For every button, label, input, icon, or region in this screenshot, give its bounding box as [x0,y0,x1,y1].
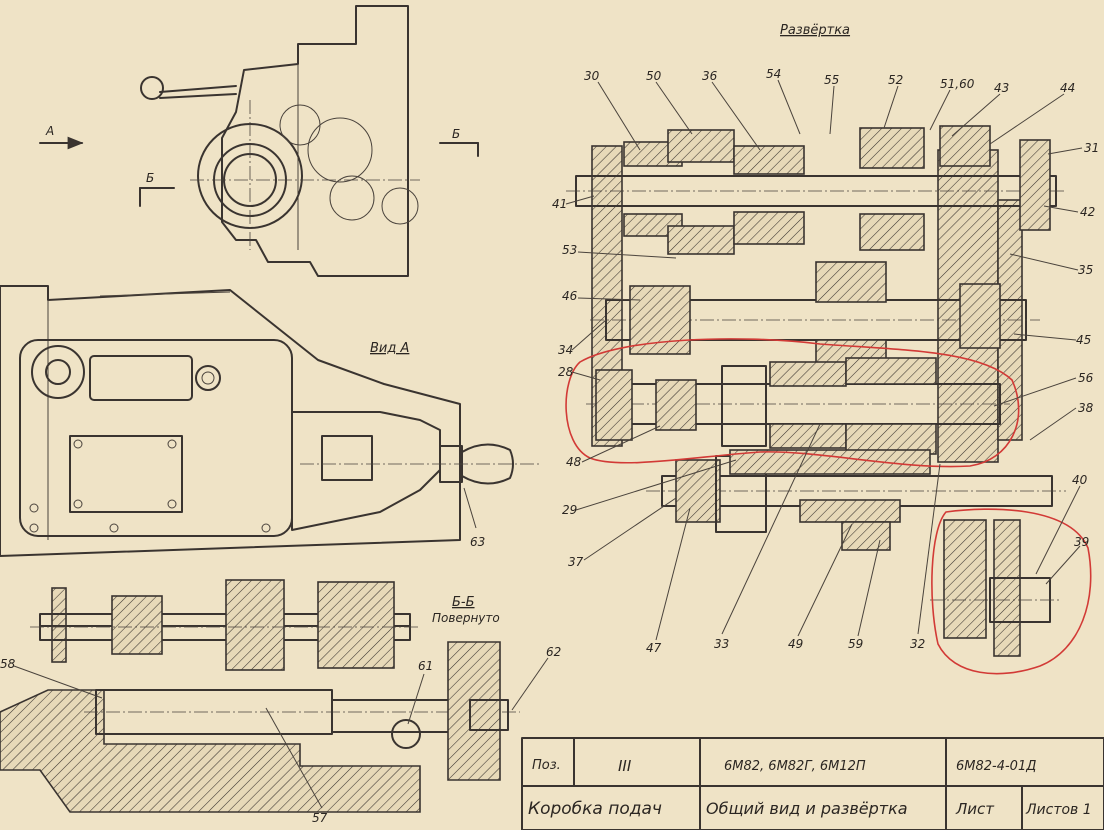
title-doc-number: 6М82-4-01Д [956,759,1036,774]
title-listov: Листов 1 [1025,802,1092,818]
svg-text:54: 54 [766,67,781,81]
callout-63: 63 [463,487,485,549]
highlight-loop-lower [931,508,1092,675]
svg-text:50: 50 [646,69,662,83]
svg-text:41: 41 [552,197,567,211]
arrow-a-label: А [45,124,54,138]
svg-text:51,60: 51,60 [940,77,975,91]
razvertka-title: Развёртка [780,23,850,38]
view-a-title: Вид А [370,341,409,356]
title-poz: Поз. [532,758,561,773]
title-models: 6М82, 6М82Г, 6М12П [724,759,866,774]
svg-text:48: 48 [566,455,582,469]
svg-text:36: 36 [702,69,718,83]
svg-text:56: 56 [1078,371,1094,385]
svg-text:35: 35 [1078,263,1093,277]
svg-text:33: 33 [714,637,729,651]
svg-text:29: 29 [562,503,577,517]
callouts-razvertka: 30 50 36 54 55 52 51,60 43 44 31 41 42 5… [552,67,1099,655]
svg-text:44: 44 [1060,81,1075,95]
svg-text:34: 34 [558,343,573,357]
svg-text:59: 59 [848,637,863,651]
title-list: Лист [955,800,995,818]
view-a [0,285,540,557]
svg-text:42: 42 [1080,205,1095,219]
section-bb-title: Б-Б [452,595,475,610]
svg-text:45: 45 [1076,333,1091,347]
svg-text:49: 49 [788,637,803,651]
svg-text:57: 57 [312,811,328,825]
section-bb [0,579,520,813]
svg-text:40: 40 [1072,473,1088,487]
arrow-a: А [39,124,84,150]
svg-text:28: 28 [558,365,574,379]
svg-text:43: 43 [994,81,1009,95]
arrow-b-left: Б [139,171,175,207]
callout-57: 57 [265,707,328,825]
svg-text:58: 58 [0,657,16,671]
title-name: Коробка подач [528,799,662,819]
svg-text:38: 38 [1078,401,1094,415]
end-view [140,5,420,277]
arrow-b-top-label: Б [452,127,460,141]
svg-text:31: 31 [1084,141,1099,155]
svg-text:62: 62 [546,645,561,659]
svg-text:39: 39 [1074,535,1089,549]
svg-text:32: 32 [910,637,925,651]
svg-text:30: 30 [584,69,600,83]
svg-text:37: 37 [568,555,584,569]
svg-text:63: 63 [470,535,485,549]
title-view-desc: Общий вид и развёртка [706,799,908,818]
arrow-b-left-label: Б [146,171,154,185]
svg-text:53: 53 [562,243,577,257]
svg-text:46: 46 [562,289,578,303]
svg-text:52: 52 [888,73,903,87]
callout-58: 58 [0,657,103,699]
callout-61: 61 [407,659,433,725]
svg-text:55: 55 [824,73,839,87]
svg-text:61: 61 [418,659,433,673]
callout-62: 62 [511,645,561,711]
section-bb-subtitle: Повернуто [432,611,500,625]
title-sheet-code: III [618,757,632,775]
svg-text:47: 47 [646,641,662,655]
highlight-loop-upper [565,338,1020,468]
arrow-b-top: Б [439,127,479,157]
razvertka-view [566,125,1066,657]
title-block: Поз. III 6М82, 6М82Г, 6М12П 6М82-4-01Д К… [521,737,1104,830]
